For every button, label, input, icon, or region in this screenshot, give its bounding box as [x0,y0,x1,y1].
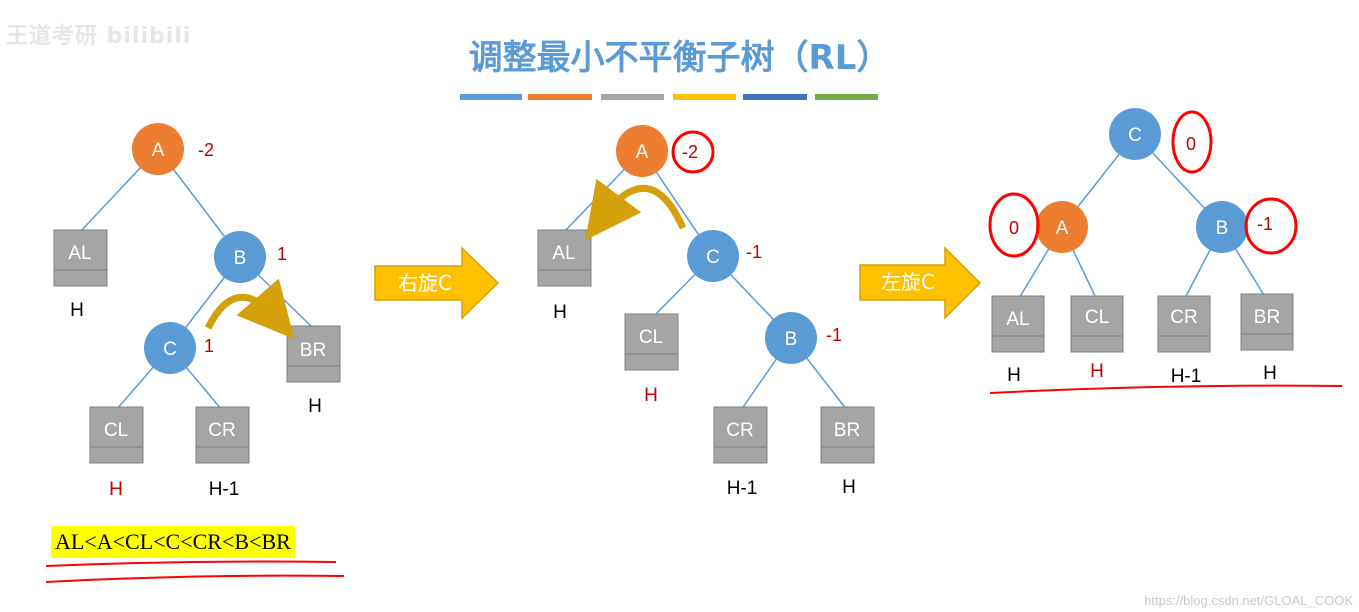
height-label: H [842,477,856,498]
subtree-cr: CR [713,406,768,464]
annotation-circle [1244,197,1298,255]
annotation-circle [988,192,1040,258]
diagram-after-right-rotation: A -2 C -1 B -1 AL H CL H CR [537,125,875,499]
subtree-al: AL [991,295,1045,353]
balance-factor: -1 [1257,214,1273,234]
subtree-label: AL [1006,309,1029,330]
color-bar-segment [601,94,664,100]
annotation-underline [989,384,1343,394]
subtree-label: AL [68,243,91,264]
subtree-label: CR [1170,307,1197,328]
annotation-underline [45,574,345,583]
subtree-label: BR [300,340,326,361]
height-label: H [70,300,84,321]
balance-factor: -1 [746,242,762,262]
subtree-label: CL [104,420,128,441]
watermark: 王道考研 bilibili [6,24,192,49]
diagram-original: A -2 B 1 C 1 AL H BR H CL H [53,123,341,500]
node-label: C [706,247,720,268]
height-label: H [308,396,322,417]
node-b: B [1196,201,1248,253]
node-label: A [1056,218,1069,239]
annotation-circle [1171,110,1213,174]
node-label: B [785,329,798,350]
left-rotate-arrow: 左旋C [859,246,982,320]
source-credit: https://blog.csdn.net/GLOAL_COOK [1144,593,1353,608]
height-label: H [1263,363,1277,384]
node-label: A [636,142,649,163]
balance-factor: -2 [682,142,698,162]
key-order-text: AL<A<CL<C<CR<B<BR [51,526,295,558]
node-label: B [1216,218,1229,239]
height-label: H-1 [209,479,240,500]
subtree-cr: CR [1157,295,1211,353]
subtree-label: CL [1085,307,1109,328]
subtree-label: BR [1254,307,1280,328]
node-label: C [1128,125,1142,146]
annotation-underline [45,560,337,567]
right-rotate-label: 右旋C [398,271,452,295]
subtree-al: AL [53,229,108,287]
annotation-circle [671,130,715,174]
color-bar-segment [528,94,592,100]
subtree-cr: CR [195,406,250,464]
left-rotate-label: 左旋C [881,270,935,294]
height-label: H [1090,361,1104,382]
node-label: B [234,248,247,269]
color-bar [460,94,878,100]
subtree-cl: CL [624,313,679,371]
subtree-al: AL [537,229,592,287]
rotation-arrow-icon [204,278,295,340]
subtree-label: BR [834,420,860,441]
height-label: H-1 [727,478,758,499]
node-b: B [214,231,266,283]
subtree-label: AL [552,243,575,264]
node-label: A [152,140,165,161]
height-label: H [1007,365,1021,386]
subtree-label: CR [208,420,235,441]
node-a: A [616,125,668,177]
subtree-cl: CL [1070,295,1124,353]
balance-factor: -2 [198,140,214,160]
color-bar-segment [743,94,807,100]
node-c: C [687,230,739,282]
node-a: A [1036,201,1088,253]
subtree-br: BR [820,406,875,464]
balance-factor: 0 [1009,218,1019,238]
rotation-arrow-icon [585,178,687,241]
color-bar-segment [673,94,736,100]
height-label: H [553,302,567,323]
node-label: C [163,339,177,360]
height-label: H-1 [1171,366,1202,387]
subtree-br: BR [1240,293,1294,351]
subtree-cl: CL [89,406,144,464]
node-a: A [132,123,184,175]
right-rotate-arrow: 右旋C [374,246,500,320]
subtree-label: CR [726,420,753,441]
balance-factor: 1 [277,244,287,264]
node-c: C [1109,108,1161,160]
subtree-br: BR [286,325,341,383]
height-label: H [109,479,123,500]
node-b: B [765,312,817,364]
subtree-label: CL [639,327,663,348]
height-label: H [644,385,658,406]
color-bar-segment [815,94,878,100]
node-c: C [144,322,196,374]
diagram-after-left-rotation: C 0 A 0 B -1 AL H CL H C [988,108,1343,394]
page-title: 调整最小不平衡子树（RL） [468,38,891,78]
balance-factor: 1 [204,336,214,356]
balance-factor: 0 [1186,134,1196,154]
color-bar-segment [460,94,522,100]
balance-factor: -1 [826,325,842,345]
